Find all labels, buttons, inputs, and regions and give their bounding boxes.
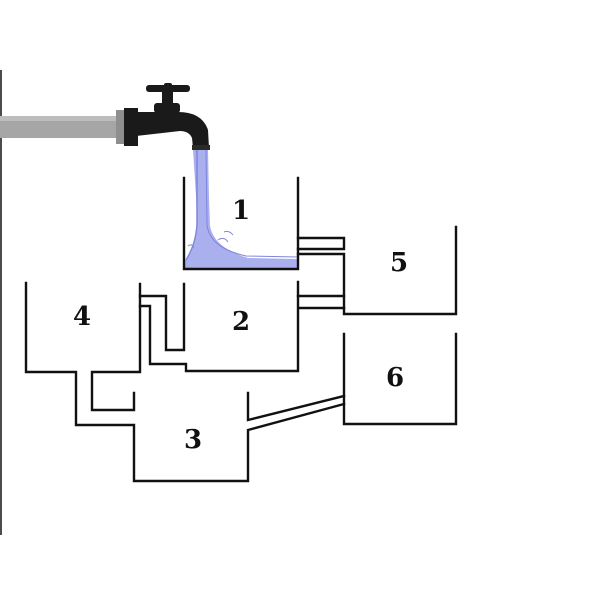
container-3-label: 3	[184, 425, 202, 455]
container-1-wall	[182, 176, 300, 271]
container-2-label: 2	[232, 307, 250, 337]
container-5-wall	[342, 225, 458, 316]
container-1-outlet	[296, 236, 346, 251]
container-4-wall	[24, 281, 346, 483]
pipe-icon	[0, 110, 128, 144]
connector-1-5	[296, 252, 346, 298]
connector-3-6	[246, 391, 346, 422]
container-4-label: 4	[73, 302, 91, 332]
container-1-label: 1	[232, 196, 250, 226]
container-6-label: 6	[386, 363, 404, 393]
container-2-body	[138, 294, 346, 373]
container-walls	[24, 176, 458, 483]
faucet-icon	[124, 83, 210, 150]
water-stream-icon	[184, 149, 299, 268]
container-5-label: 5	[390, 248, 408, 278]
container-2-wall	[138, 282, 186, 352]
container-4-inner	[90, 294, 142, 412]
container-6-wall	[342, 332, 458, 426]
